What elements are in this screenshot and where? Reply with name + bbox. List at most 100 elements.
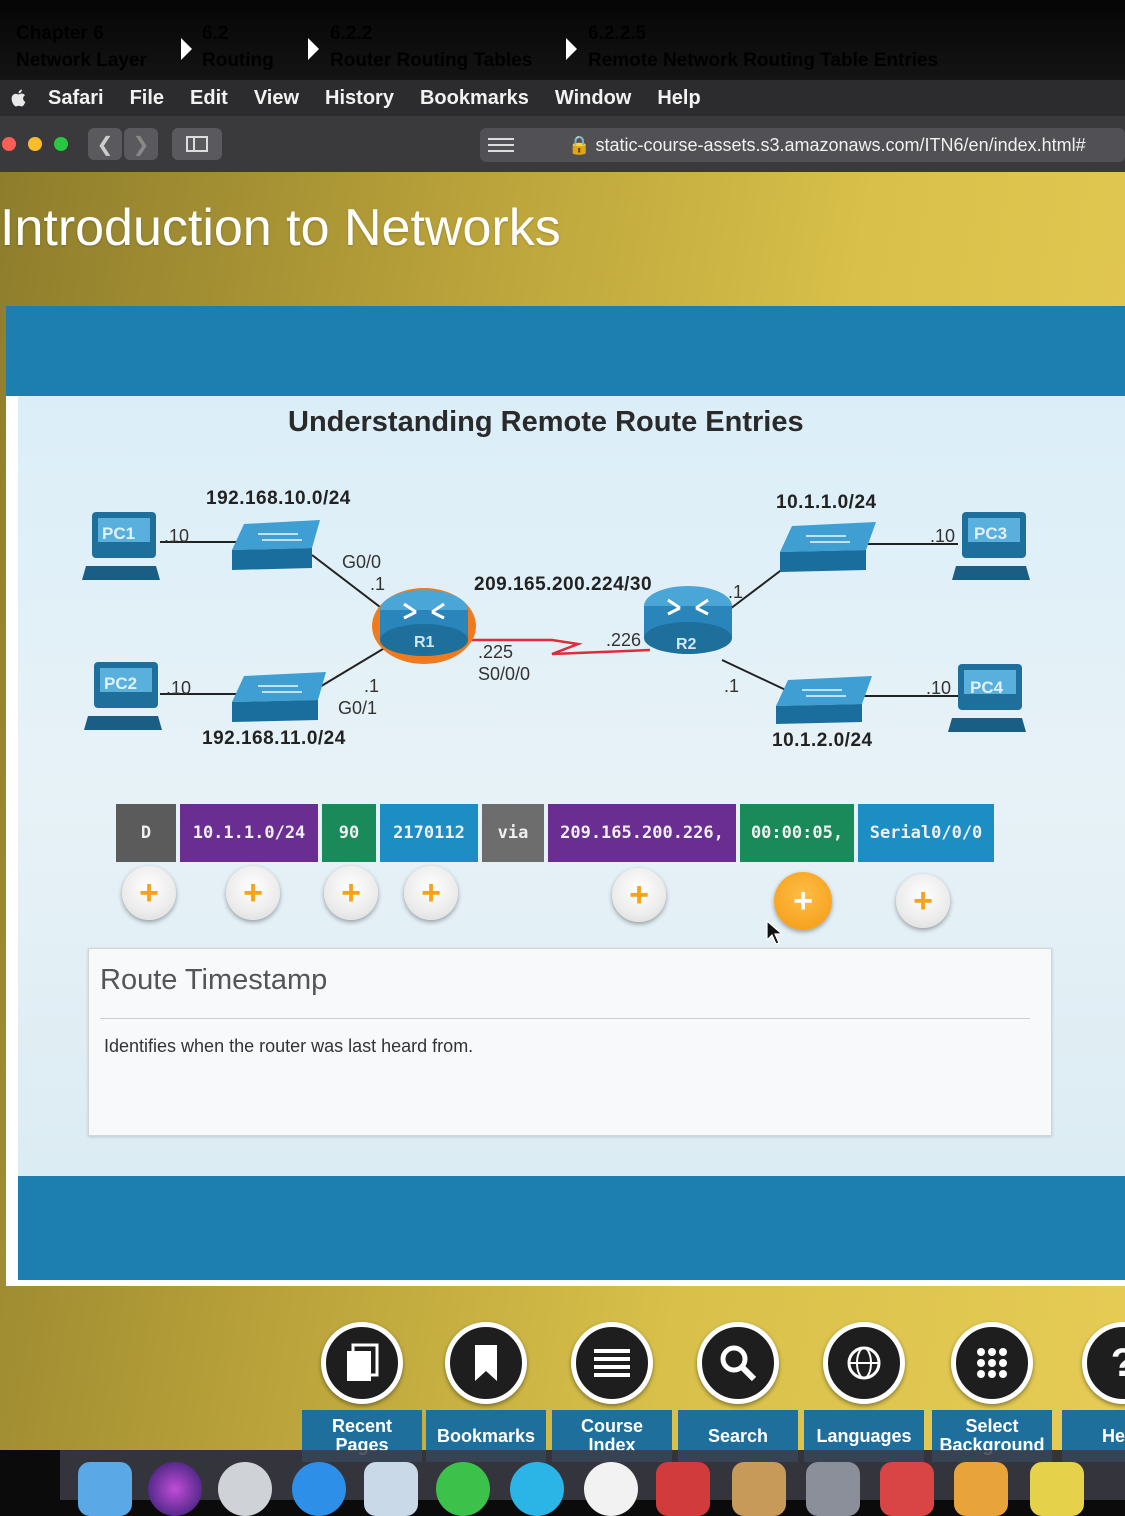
r1-g01-ip-label: .1 (364, 676, 380, 696)
pc3-label: PC3 (974, 524, 1008, 543)
route-source-code[interactable]: D (116, 804, 176, 862)
launchpad-icon[interactable] (218, 1462, 272, 1516)
messages-icon[interactable] (436, 1462, 490, 1516)
pc1-icon (82, 512, 160, 580)
safari-app-icon[interactable] (292, 1462, 346, 1516)
menu-safari[interactable]: Safari (48, 86, 104, 109)
app-icon[interactable] (954, 1462, 1008, 1516)
link-r2-s4 (721, 659, 791, 693)
nav-languages[interactable]: Languages (804, 1322, 924, 1462)
pc1-label: PC1 (102, 524, 136, 543)
pc4-icon (948, 664, 1026, 732)
switch-2-icon (232, 672, 326, 722)
r1-g00-ip-label: .1 (370, 574, 386, 594)
route-next-hop[interactable]: 209.165.200.226, (548, 804, 736, 862)
link-s2-r1 (317, 645, 389, 689)
grid-icon (977, 1348, 1007, 1378)
notes-icon[interactable] (732, 1462, 786, 1516)
lock-icon: 🔒 (568, 134, 591, 155)
breadcrumb (6, 306, 1125, 396)
breadcrumb-arrow-icon (181, 38, 192, 60)
expand-next-hop-button[interactable]: + (612, 868, 666, 922)
bookmark-icon (475, 1345, 497, 1381)
help-icon: ? (1111, 1341, 1125, 1386)
router-r1-icon (372, 588, 476, 664)
app-icon[interactable] (880, 1462, 934, 1516)
menu-edit[interactable]: Edit (190, 86, 228, 109)
plus-icon: + (341, 874, 361, 912)
menu-bookmarks[interactable]: Bookmarks (419, 86, 529, 109)
menu-bar: Safari File Edit View History Bookmarks … (0, 80, 1125, 116)
mouse-pointer-icon (766, 920, 784, 945)
chevron-right-icon: ❯ (132, 133, 150, 156)
app-icon[interactable] (1030, 1462, 1084, 1516)
forward-button[interactable]: ❯ (124, 128, 158, 160)
r1-g01-label: G0/1 (338, 698, 378, 718)
expand-administrative-distance-button[interactable]: + (324, 866, 378, 920)
pc2-host-label: .10 (166, 678, 192, 698)
switch-4-icon (776, 676, 872, 724)
expand-destination-network-button[interactable]: + (226, 866, 280, 920)
zoom-window-button[interactable] (54, 137, 68, 151)
address-bar[interactable]: 🔒 static-course-assets.s3.amazonaws.com/… (480, 128, 1125, 162)
reminders-icon[interactable] (806, 1462, 860, 1516)
expand-outgoing-interface-button[interactable]: + (896, 874, 950, 928)
route-timestamp[interactable]: 00:00:05, (740, 804, 854, 862)
back-button[interactable]: ❮ (88, 128, 122, 160)
plus-icon: + (913, 882, 933, 920)
nav-bookmarks[interactable]: Bookmarks (426, 1322, 546, 1462)
r2-top-ip-label: .1 (728, 582, 744, 602)
siri-icon[interactable] (148, 1462, 202, 1516)
close-window-button[interactable] (2, 137, 16, 151)
mail-icon[interactable] (364, 1462, 418, 1516)
expand-timestamp-button[interactable]: + (774, 872, 832, 930)
pc2-label: PC2 (104, 674, 138, 693)
expand-metric-button[interactable]: + (404, 866, 458, 920)
chevron-left-icon: ❮ (96, 133, 114, 156)
photos-icon[interactable] (584, 1462, 638, 1516)
url-text: static-course-assets.s3.amazonaws.com/IT… (595, 134, 1086, 155)
pc4-label: PC4 (970, 678, 1004, 697)
menu-view[interactable]: View (253, 86, 300, 109)
r1-g00-label: G0/0 (342, 552, 382, 572)
sidebar-toggle-button[interactable] (172, 128, 222, 160)
plus-icon: + (243, 874, 263, 912)
route-metric[interactable]: 2170112 (380, 804, 478, 862)
router-r2-icon (644, 586, 732, 654)
course-title: Introduction to Networks (0, 199, 561, 257)
expand-source-code-button[interactable]: + (122, 866, 176, 920)
finder-icon[interactable] (78, 1462, 132, 1516)
plus-icon: + (421, 874, 441, 912)
switch-3-icon (780, 522, 876, 572)
route-destination-network[interactable]: 10.1.1.0/24 (180, 804, 318, 862)
r1-s000-ip-label: .225 (478, 642, 514, 662)
facetime-icon[interactable] (510, 1462, 564, 1516)
r2-bot-ip-label: .1 (724, 676, 740, 696)
menu-history[interactable]: History (325, 86, 394, 109)
apple-icon[interactable] (8, 87, 30, 109)
route-outgoing-interface[interactable]: Serial0/0/0 (858, 804, 994, 862)
menu-file[interactable]: File (129, 86, 165, 109)
plus-icon: + (793, 882, 813, 920)
pc2-icon (84, 662, 162, 730)
calendar-icon[interactable] (656, 1462, 710, 1516)
menu-window[interactable]: Window (554, 86, 632, 109)
info-panel-divider (100, 1018, 1030, 1019)
route-administrative-distance[interactable]: 90 (322, 804, 376, 862)
network-label-lan2: 192.168.11.0/24 (202, 728, 346, 749)
menu-help[interactable]: Help (657, 86, 701, 109)
plus-icon: + (139, 874, 159, 912)
nav-help[interactable]: ? He (1062, 1322, 1125, 1462)
r2-label: R2 (676, 636, 697, 653)
nav-search[interactable]: Search (678, 1322, 798, 1462)
network-label-lan3: 10.1.1.0/24 (776, 492, 877, 513)
minimize-window-button[interactable] (28, 137, 42, 151)
reader-icon[interactable] (488, 134, 514, 156)
